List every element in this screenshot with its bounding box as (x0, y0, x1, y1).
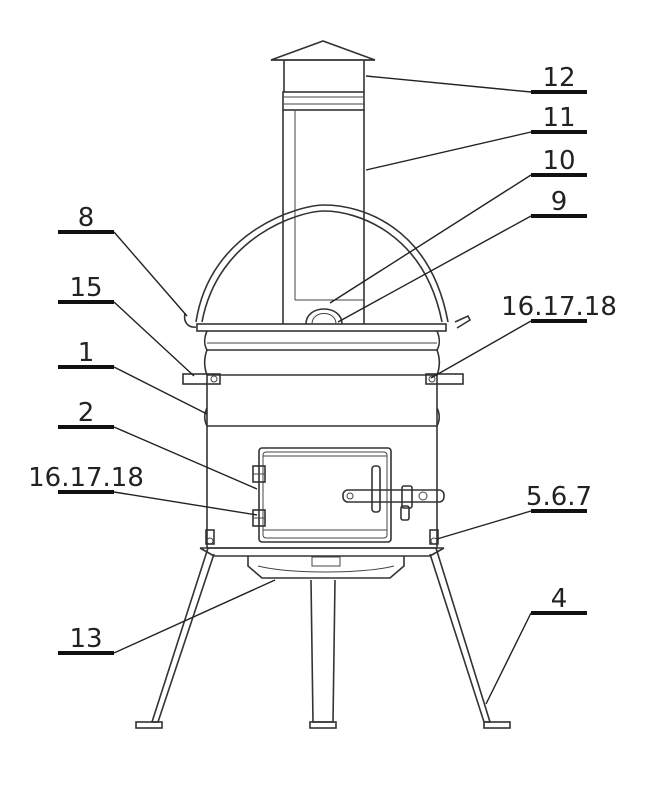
door-hinges (252, 465, 266, 527)
callout-label-8: 8 (78, 203, 95, 233)
callout-label-5-6-7: 5.6.7 (526, 482, 592, 512)
carry-handle (183, 204, 472, 329)
barrel-body (203, 330, 441, 549)
chimney-pipe (282, 91, 365, 324)
door-latch (342, 465, 445, 521)
callout-label-2: 2 (78, 398, 95, 428)
callout-label-11: 11 (542, 103, 575, 133)
callout-label-13: 13 (69, 624, 102, 654)
chimney-cap (270, 40, 376, 92)
ash-pan (247, 556, 405, 579)
fire-door (258, 447, 392, 543)
callout-label-1: 1 (78, 338, 95, 368)
callout-bars (58, 90, 587, 655)
leader-lines (113, 75, 532, 705)
legs (135, 547, 511, 729)
left-bracket (182, 373, 221, 385)
callout-label-10: 10 (542, 146, 575, 176)
lid-rim (196, 308, 447, 332)
callout-label-4: 4 (551, 584, 568, 614)
callout-label-15: 15 (69, 273, 102, 303)
callout-label-9: 9 (551, 187, 568, 217)
callout-label-12: 12 (542, 63, 575, 93)
callout-label-16-17-18-right: 16.17.18 (501, 292, 617, 322)
right-bracket (425, 373, 464, 385)
corner-fasteners (205, 529, 439, 545)
base-plate (199, 547, 445, 557)
callout-label-16-17-18-left: 16.17.18 (28, 463, 144, 493)
